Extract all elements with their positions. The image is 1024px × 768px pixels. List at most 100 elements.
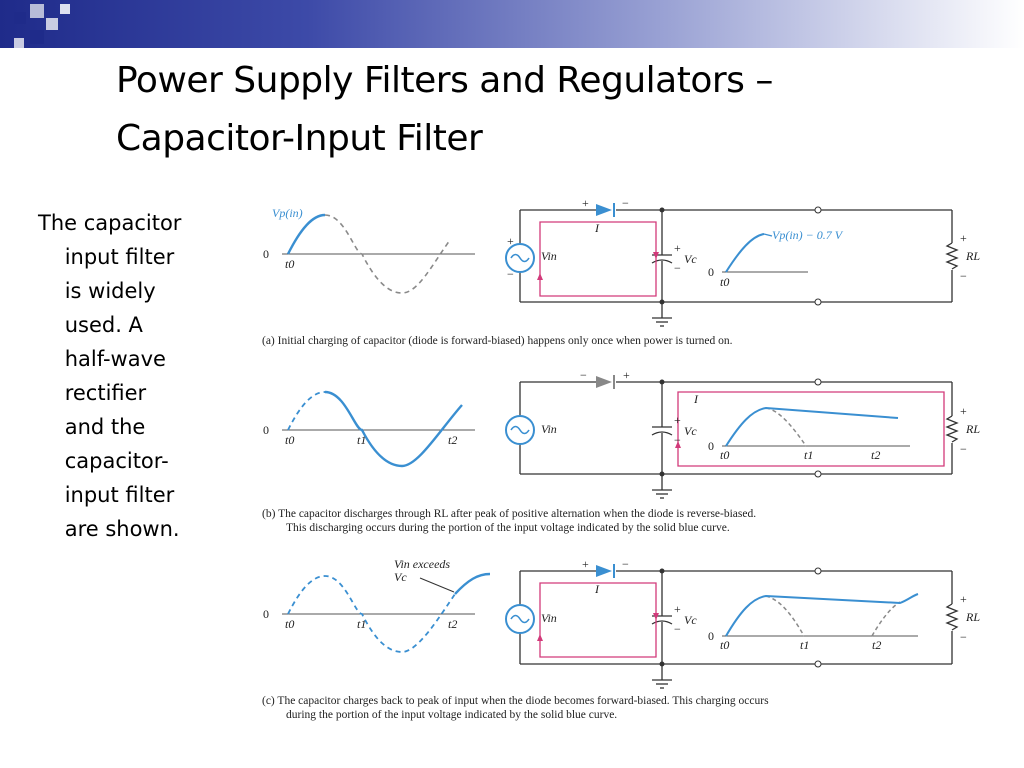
panel-b-source-label: Vin — [541, 422, 557, 436]
panel-a-t0-label: t0 — [285, 257, 294, 271]
panel-b-t2-label: t2 — [448, 433, 457, 447]
header-gradient-bar — [0, 0, 1024, 48]
panel-a-diode-minus: − — [622, 196, 629, 210]
panel-a-cap-minus: − — [674, 261, 681, 275]
panel-a-src-minus: − — [507, 267, 514, 281]
panel-c-input-dashed-curve — [287, 575, 456, 653]
panel-b-input-solid-curve — [324, 390, 463, 468]
panel-c: 0 t0 t1 t2 Vin exceeds Vc — [262, 557, 980, 721]
panel-b-caption-line2: This discharging occurs during the porti… — [286, 522, 730, 534]
panel-a-input-dashed-curve — [324, 214, 451, 294]
panel-c-caption-line1: (c) The capacitor charges back to peak o… — [262, 695, 769, 707]
panel-a-current-loop — [539, 221, 657, 297]
panel-c-diode-plus: + — [582, 557, 589, 571]
slide-title-line1: Power Supply Filters and Regulators – — [116, 60, 773, 101]
panel-b: 0 t0 t1 t2 — [262, 368, 980, 534]
logo-square-gray — [46, 18, 58, 30]
panel-a: 0 t0 Vp(in) — [262, 196, 980, 347]
panel-b-input-dashed-curve — [287, 391, 326, 431]
panel-c-caption-line2: during the portion of the input voltage … — [286, 709, 617, 721]
panel-c-output-t1: t1 — [800, 638, 809, 652]
panel-b-load-plus: + — [960, 404, 967, 418]
panel-b-cap-plus: + — [674, 413, 681, 427]
panel-c-load-minus: − — [960, 630, 967, 644]
panel-c-t1-label: t1 — [357, 617, 366, 631]
panel-a-source-label: Vin — [541, 249, 557, 263]
panel-a-diode-icon — [596, 204, 612, 216]
panel-a-load-minus: − — [960, 269, 967, 283]
panel-c-cap-label: Vc — [684, 613, 697, 627]
panel-b-output-curve — [725, 406, 899, 447]
panel-b-t0-label: t0 — [285, 433, 294, 447]
panel-b-diode-plus: + — [623, 368, 630, 382]
panel-a-current-label: I — [594, 221, 600, 235]
panel-c-cap-plus: + — [674, 602, 681, 616]
panel-c-diode-icon — [596, 565, 612, 577]
panel-c-output-t0: t0 — [720, 638, 729, 652]
panel-c-annotation-line1: Vin exceeds — [394, 557, 450, 571]
panel-b-diode-icon — [596, 376, 612, 388]
panel-a-input-solid-curve — [286, 213, 326, 255]
panel-b-diode-minus: − — [580, 368, 587, 382]
panel-b-output-t2: t2 — [871, 448, 880, 462]
logo-square-navy — [14, 12, 26, 24]
panel-a-zero-label: 0 — [263, 247, 269, 261]
panel-b-load-minus: − — [960, 442, 967, 456]
panel-c-circuit — [519, 570, 959, 689]
logo-square-gray — [60, 4, 70, 14]
panel-a-terminal — [814, 206, 822, 214]
panel-c-load-label: RL — [965, 610, 980, 624]
panel-b-cap-label: Vc — [684, 424, 697, 438]
panel-a-diode-plus: + — [582, 196, 589, 210]
panel-b-circuit — [519, 381, 959, 499]
panel-a-peak-label: Vp(in) — [272, 206, 303, 220]
panel-c-current-label: I — [594, 582, 600, 596]
panel-c-diode-minus: − — [622, 557, 629, 571]
panel-c-t0-label: t0 — [285, 617, 294, 631]
panel-b-cap-minus: − — [674, 433, 681, 447]
panel-c-cap-minus: − — [674, 622, 681, 636]
panel-a-circuit — [519, 209, 959, 327]
logo-square-navy — [30, 30, 44, 44]
panel-c-t2-label: t2 — [448, 617, 457, 631]
panel-b-t1-label: t1 — [357, 433, 366, 447]
slide-title-line2: Capacitor-Input Filter — [116, 118, 483, 159]
panel-a-cap-plus: + — [674, 241, 681, 255]
logo-square-gray — [30, 4, 44, 18]
panel-a-load-label: RL — [965, 249, 980, 263]
panel-a-terminal — [814, 298, 822, 306]
panel-b-output-t0: t0 — [720, 448, 729, 462]
panel-c-annotation-arrow — [419, 577, 455, 593]
panel-b-output-dashed-curve — [765, 407, 807, 447]
panel-a-src-plus: + — [507, 234, 514, 248]
panel-a-output-t0: t0 — [720, 275, 729, 289]
panel-b-output-zero: 0 — [708, 439, 714, 453]
panel-c-output-dashed-curve — [765, 595, 901, 637]
logo-square-gray — [14, 38, 24, 48]
panel-b-caption-line1: (b) The capacitor discharges through RL … — [262, 508, 756, 520]
panel-c-source-label: Vin — [541, 611, 557, 625]
panel-b-zero-label: 0 — [263, 423, 269, 437]
panel-c-annotation-line2: Vc — [394, 570, 407, 584]
panel-c-load-plus: + — [960, 592, 967, 606]
panel-a-cap-label: Vc — [684, 252, 697, 266]
slide-body-text: The capacitor input filter is widely use… — [38, 211, 182, 541]
panel-a-caption: (a) Initial charging of capacitor (diode… — [262, 335, 733, 347]
panel-c-zero-label: 0 — [263, 607, 269, 621]
panel-c-output-t2: t2 — [872, 638, 881, 652]
panel-a-load-plus: + — [960, 231, 967, 245]
panel-b-load-label: RL — [965, 422, 980, 436]
panel-b-output-t1: t1 — [804, 448, 813, 462]
slide-title: Power Supply Filters and Regulators – Ca… — [116, 52, 996, 168]
panel-c-output-zero: 0 — [708, 629, 714, 643]
panel-c-input-solid-curve — [454, 572, 491, 595]
panel-c-current-loop — [539, 582, 657, 658]
panel-a-node — [659, 207, 665, 213]
panel-a-output-label: Vp(in) − 0.7 V — [772, 228, 844, 242]
panel-c-output-curve — [725, 593, 919, 637]
panel-a-output-zero: 0 — [708, 265, 714, 279]
panel-a-output-curve — [725, 233, 765, 273]
panel-b-current-label: I — [693, 392, 699, 406]
panel-a-node — [659, 299, 665, 305]
